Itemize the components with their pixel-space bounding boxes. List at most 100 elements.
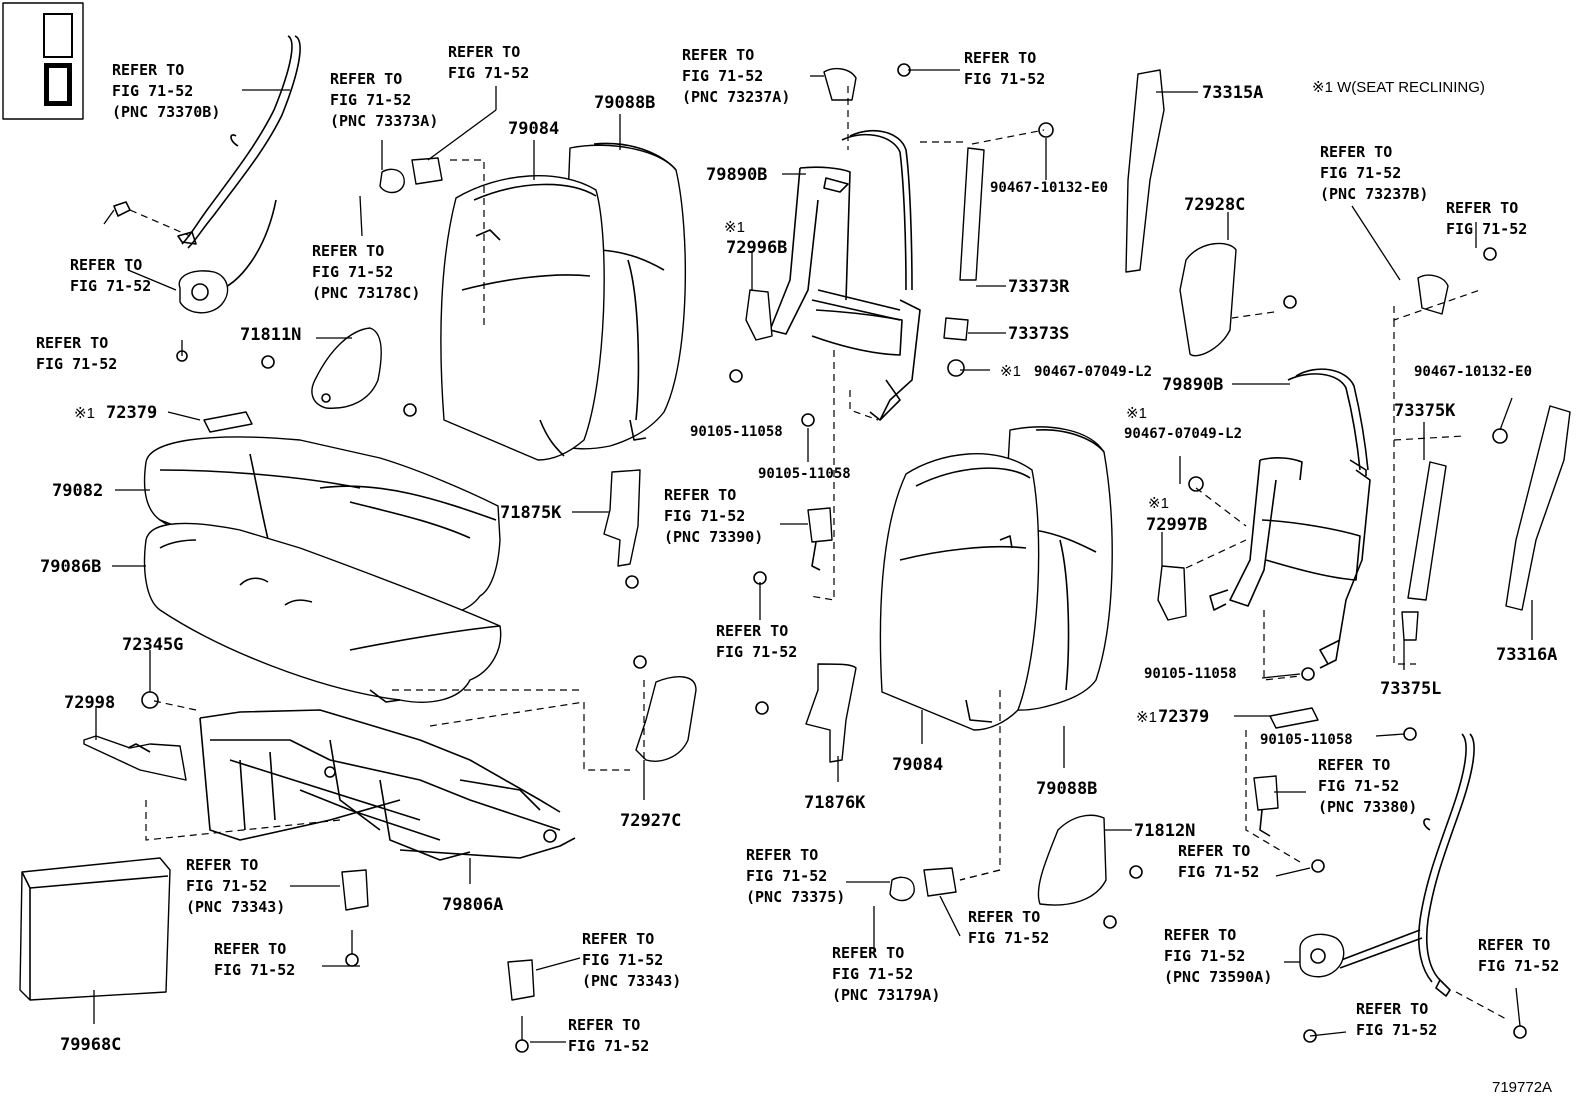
svg-text:REFER TO: REFER TO [70,256,142,274]
svg-text:FIG 71-52: FIG 71-52 [716,643,797,661]
part-number[interactable]: 79890B [706,165,767,185]
bolt-icon [515,1016,529,1053]
bolt-icon [1403,727,1417,741]
part-number[interactable]: 79806A [442,895,503,915]
part-number[interactable]: 79968C [60,1035,121,1055]
svg-text:FIG 71-52: FIG 71-52 [70,277,151,295]
bolt-icon [113,201,191,237]
part-number[interactable]: 72996B [726,238,787,258]
seat-back-right-illustration [879,426,1113,731]
part-number[interactable]: 71876K [804,793,866,813]
part-number[interactable]: 90467-07049-L2 [1124,426,1242,442]
part-number[interactable]: 90467-10132-E0 [990,180,1108,196]
svg-text:FIG 71-52: FIG 71-52 [746,867,827,885]
part-number[interactable]: 72345G [122,635,183,655]
svg-text:FIG 71-52: FIG 71-52 [1478,957,1559,975]
svg-text:REFER TO: REFER TO [312,242,384,260]
part-number[interactable]: 90105-11058 [1260,732,1353,748]
part-number[interactable]: 73315A [1202,83,1263,103]
svg-text:REFER TO: REFER TO [682,46,754,64]
part-number[interactable]: 73373R [1008,277,1070,297]
reclining-marker: ※1 [1000,363,1021,380]
refer-callout[interactable]: REFER TO FIG 71-52 (PNC 73178C) [312,242,420,302]
part-number[interactable]: 79088B [594,93,655,113]
svg-text:REFER TO: REFER TO [1478,936,1550,954]
part-number[interactable]: 72379 [1158,707,1209,727]
svg-text:FIG 71-52: FIG 71-52 [832,965,913,983]
part-number[interactable]: 71811N [240,325,301,345]
part-number[interactable]: 90105-11058 [690,424,783,440]
svg-text:FIG 71-52: FIG 71-52 [312,263,393,281]
page-index-thumbnail-icon[interactable] [2,2,84,120]
svg-text:REFER TO: REFER TO [582,930,654,948]
part-number[interactable]: 79084 [892,755,943,775]
part-number[interactable]: 79088B [1036,779,1097,799]
bolt-icon [1129,865,1143,879]
bracket-73375l-illustration [1401,611,1419,641]
svg-text:REFER TO: REFER TO [568,1016,640,1034]
svg-text:FIG 71-52: FIG 71-52 [664,507,745,525]
part-number[interactable]: 72998 [64,693,115,713]
part-number[interactable]: 72379 [106,403,157,423]
svg-text:(PNC 73375): (PNC 73375) [746,888,845,906]
part-number[interactable]: 90105-11058 [758,466,851,482]
part-number[interactable]: 73375K [1394,401,1456,421]
svg-text:(PNC 73380): (PNC 73380) [1318,798,1417,816]
part-number[interactable]: 90467-07049-L2 [1034,364,1152,380]
svg-text:FIG 71-52: FIG 71-52 [1356,1021,1437,1039]
part-number[interactable]: 72928C [1184,195,1245,215]
part-number[interactable]: 71875K [500,503,562,523]
refer-callout[interactable]: REFER TO FIG 71-52 [1478,936,1559,975]
svg-text:REFER TO: REFER TO [1318,756,1390,774]
svg-text:FIG 71-52: FIG 71-52 [448,64,529,82]
part-number[interactable]: 73316A [1496,645,1557,665]
bolt-icon [176,340,188,362]
part-number[interactable]: 90467-10132-E0 [1414,364,1532,380]
svg-text:(PNC 73178C): (PNC 73178C) [312,284,420,302]
part-number[interactable]: 79084 [508,119,559,139]
svg-text:REFER TO: REFER TO [746,846,818,864]
part-number[interactable]: 73375L [1380,679,1441,699]
part-number[interactable]: 73373S [1008,324,1069,344]
storage-box-illustration [19,857,171,1001]
part-number[interactable]: 72997B [1146,515,1207,535]
part-number[interactable]: 79082 [52,481,103,501]
part-number[interactable]: 79890B [1162,375,1223,395]
cap-73237a-illustration [823,67,857,101]
refer-callout[interactable]: REFER TO FIG 71-52 (PNC 73375) [746,846,845,906]
part-number[interactable]: 71812N [1134,821,1195,841]
svg-text:REFER TO: REFER TO [832,944,904,962]
part-number[interactable]: 90105-11058 [1144,666,1237,682]
part-number[interactable]: 79086B [40,557,101,577]
svg-text:(PNC 73343): (PNC 73343) [186,898,285,916]
clip-icon [1492,428,1508,444]
clip-72996b-illustration [745,289,773,341]
bolt-icon [1303,1029,1317,1043]
escutcheon-73375-illustration [889,867,957,902]
svg-text:FIG 71-52: FIG 71-52 [1178,863,1259,881]
part-number[interactable]: 72927C [620,811,681,831]
refer-callout[interactable]: REFER TO FIG 71-52 [70,256,151,295]
svg-text:REFER TO: REFER TO [968,908,1040,926]
reclining-marker: ※1 [1136,709,1157,726]
